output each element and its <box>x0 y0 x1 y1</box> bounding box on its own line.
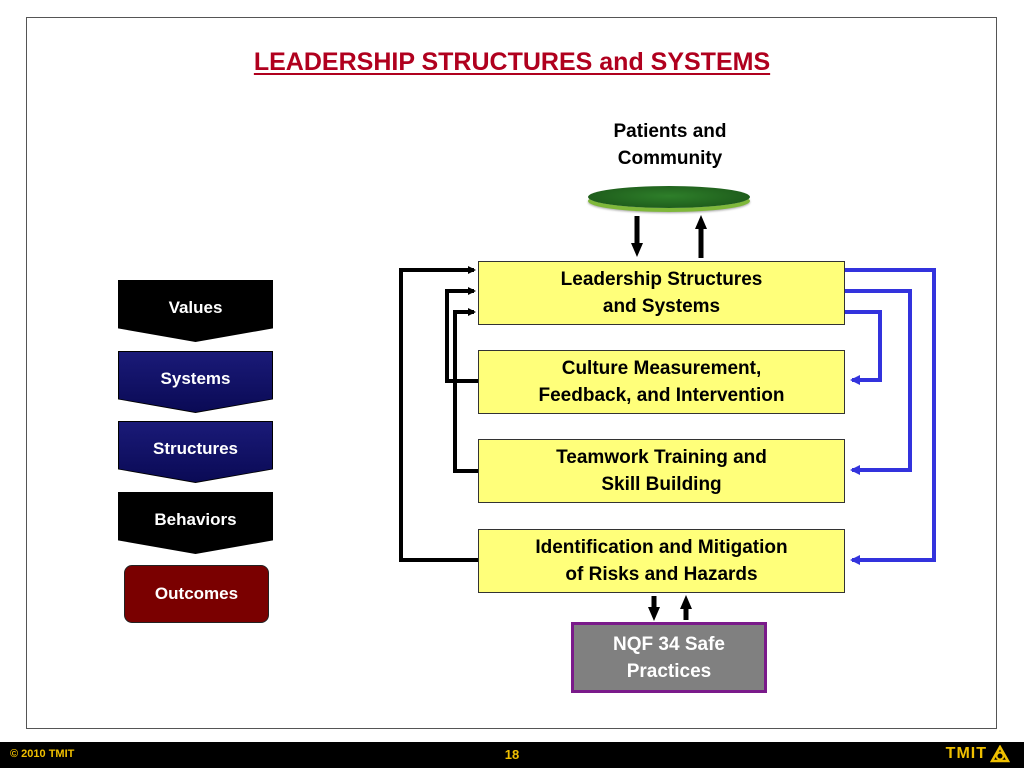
stack-systems: Systems <box>119 352 272 412</box>
footer-copyright: © 2010 TMIT <box>10 748 75 760</box>
box-culture-measurement: Culture Measurement, Feedback, and Inter… <box>478 350 845 414</box>
box-nqf-safe-practices: NQF 34 Safe Practices <box>571 622 767 693</box>
stack-behaviors-label: Behaviors <box>154 510 237 529</box>
stack-systems-label: Systems <box>160 369 231 388</box>
black-loop-middle <box>445 287 478 383</box>
stack-values: Values <box>119 281 272 341</box>
black-loop-inner <box>453 308 478 473</box>
stack-values-label: Values <box>168 298 223 317</box>
slide-title: LEADERSHIP STRUCTURES and SYSTEMS <box>253 48 771 76</box>
footer-logo-text: TMIT <box>945 745 987 762</box>
box-leadership-structures: Leadership Structures and Systems <box>478 261 845 325</box>
footer-page-number: 18 <box>504 747 520 762</box>
blue-loop-inner <box>845 310 882 385</box>
patients-community-disc <box>588 186 750 208</box>
triangle-knot-icon <box>990 745 1010 763</box>
black-loop-outer <box>399 266 478 562</box>
stack-outcomes-label: Outcomes <box>154 584 239 603</box>
stack-outcomes: Outcomes <box>124 565 269 623</box>
footer-logo: TMIT <box>946 745 1010 763</box>
stack-structures: Structures <box>119 422 272 482</box>
stack-behaviors: Behaviors <box>119 493 272 553</box>
patients-community-label: Patients and Community <box>613 121 727 169</box>
blue-loop-middle <box>845 289 912 475</box>
box-risk-identification: Identification and Mitigation of Risks a… <box>478 529 845 593</box>
box-teamwork-training: Teamwork Training and Skill Building <box>478 439 845 503</box>
stack-structures-label: Structures <box>152 439 239 458</box>
blue-loop-outer <box>845 268 936 565</box>
footer-bar: © 2010 TMIT 18 TMIT <box>0 742 1024 768</box>
